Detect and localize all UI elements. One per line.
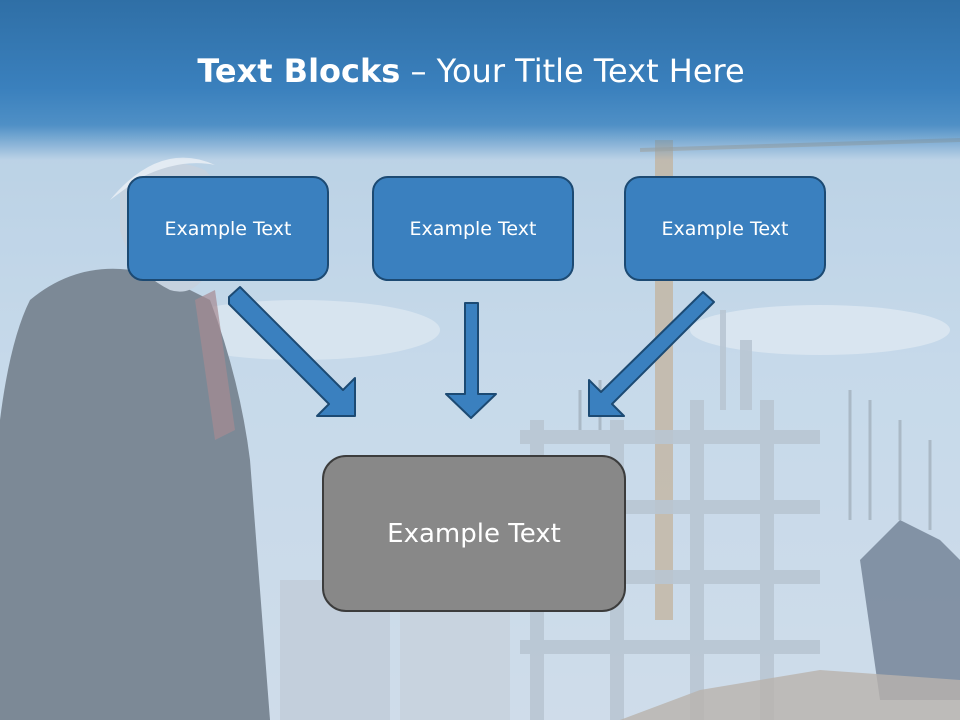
arrow-down-left-icon xyxy=(588,291,715,417)
title-separator: – xyxy=(400,52,437,90)
title-bold-part: Text Blocks xyxy=(197,52,401,90)
title-rest-part: Your Title Text Here xyxy=(436,52,745,90)
text-block-right[interactable]: Example Text xyxy=(624,176,826,281)
text-block-center[interactable]: Example Text xyxy=(372,176,574,281)
arrow-down-right-icon xyxy=(228,286,356,417)
arrow-down-icon xyxy=(445,302,497,419)
text-block-bottom[interactable]: Example Text xyxy=(322,455,626,612)
slide-title: Text Blocks – Your Title Text Here xyxy=(0,52,942,90)
text-block-left[interactable]: Example Text xyxy=(127,176,329,281)
title-band xyxy=(0,0,960,160)
